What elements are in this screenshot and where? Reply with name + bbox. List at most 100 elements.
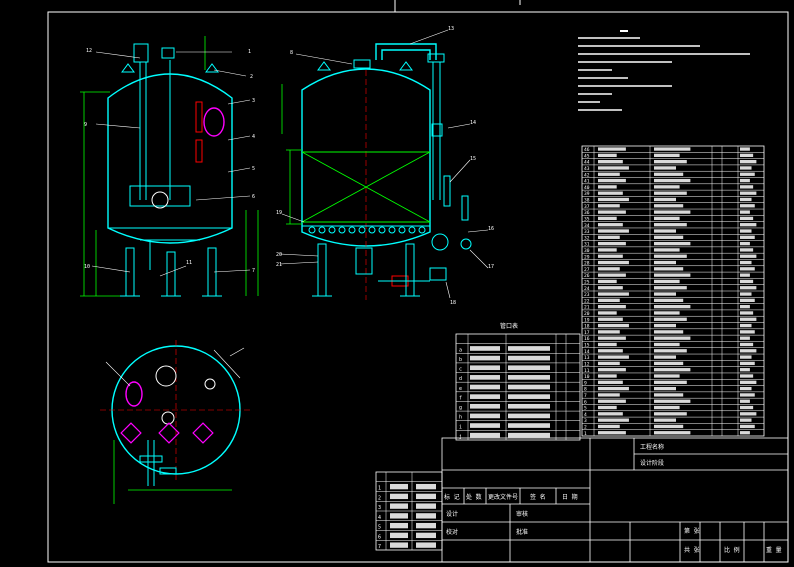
front-callout-3: 3: [252, 98, 255, 104]
parts-list-cell-text: [598, 361, 620, 366]
front-lifting-lug-right: [205, 63, 219, 73]
parts-list-cell-text: [740, 273, 750, 277]
parts-list-row-number: 14: [584, 349, 590, 355]
parts-list-row-number: 38: [584, 198, 590, 204]
parts-list-row-number: 8: [584, 387, 587, 393]
front-callout-2: 2: [250, 74, 253, 80]
parts-list-row: 26: [584, 273, 750, 279]
parts-list-cell-text: [654, 273, 691, 277]
parts-list-row: 32: [584, 235, 755, 241]
parts-list-cell-text: [598, 260, 629, 265]
parts-list-cell-text: [654, 412, 687, 416]
parts-list-cell-text: [598, 405, 617, 410]
parts-list-cell-text: [654, 254, 687, 258]
parts-list-cell-text: [598, 330, 620, 334]
nozzle-table-code: b: [459, 357, 462, 363]
parts-list-cell-text: [740, 172, 755, 176]
parts-list-row-number: 30: [584, 248, 590, 254]
revision-table-cell-text: [390, 483, 408, 490]
parts-list-cell-text: [740, 323, 752, 328]
nozzle-table-row: g: [459, 403, 550, 411]
parts-list-cell-text: [598, 317, 623, 321]
parts-list-cell-text: [740, 153, 754, 158]
parts-list-row-number: 27: [584, 267, 590, 273]
parts-list-cell-text: [740, 160, 757, 164]
parts-list-cell-text: [598, 336, 626, 340]
parts-list-row: 3: [584, 418, 752, 424]
parts-list-cell-text: [598, 197, 629, 202]
parts-list-cell-text: [654, 279, 680, 284]
side-callout-20: 20: [276, 252, 282, 258]
parts-list-row: 5: [584, 405, 754, 412]
parts-list-cell-text: [598, 342, 617, 347]
parts-list-cell-text: [740, 399, 750, 403]
parts-list-cell-text: [598, 368, 626, 372]
revision-table-number: 6: [378, 534, 381, 540]
front-sight-glass-lower: [195, 139, 203, 163]
front-sight-glass: [195, 101, 203, 133]
revision-table-number: 1: [378, 486, 381, 492]
plan-lifting-lugs: [120, 422, 214, 444]
parts-list-row-number: 22: [584, 298, 590, 304]
side-elevation-view: 8 13 14 15 16 17 18 19 20 21: [276, 26, 494, 306]
parts-list-cell-text: [740, 241, 750, 246]
parts-list-cell-text: [598, 241, 626, 246]
parts-list-row-number: 3: [584, 418, 587, 424]
parts-list-cell-text: [654, 204, 684, 208]
nozzle-table-cell-text: [508, 375, 550, 380]
title-block: [441, 437, 789, 563]
title-block-weight-label: 重 量: [766, 546, 782, 554]
parts-list-cell-text: [598, 412, 623, 416]
parts-list-cell-text: [598, 311, 617, 315]
side-inlet-pipe: [375, 43, 437, 60]
nozzle-table-code: c: [459, 367, 462, 373]
parts-list-cell-text: [740, 235, 755, 239]
nozzle-table-cell-text: [508, 384, 550, 390]
nozzle-table-code: i: [459, 424, 462, 430]
parts-list-row-number: 33: [584, 229, 590, 235]
nozzle-table-cell-text: [470, 346, 500, 351]
parts-list-row: 8: [584, 387, 752, 393]
nozzle-table-cell-text: [508, 423, 550, 428]
parts-list-row-number: 5: [584, 406, 587, 412]
parts-list-row-number: 44: [584, 160, 590, 166]
parts-list-cell-text: [740, 178, 750, 183]
parts-list-row: 28: [584, 261, 752, 267]
plan-view: [100, 340, 252, 504]
nozzle-table-row: i: [459, 423, 550, 430]
parts-list-cell-text: [740, 342, 754, 347]
parts-list-row-number: 31: [584, 242, 590, 248]
parts-list-row-number: 16: [584, 336, 590, 342]
parts-list-cell-text: [654, 405, 680, 410]
nozzle-table-row: f: [459, 394, 550, 401]
parts-list-cell-text: [740, 336, 750, 340]
parts-list-cell-text: [598, 172, 620, 176]
revision-table-row: 7: [378, 542, 436, 550]
side-support-legs: [312, 243, 420, 297]
revision-table-cell-text: [416, 503, 436, 509]
parts-list-cell-text: [654, 197, 676, 202]
parts-list-cell-text: [740, 185, 754, 189]
parts-list-cell-text: [598, 153, 617, 158]
parts-list-row-number: 18: [584, 324, 590, 330]
parts-list-cell-text: [654, 172, 684, 176]
parts-list-row-number: 19: [584, 317, 590, 323]
nozzle-table-frame: [455, 333, 581, 441]
nozzle-table-cell-text: [508, 365, 550, 371]
nozzle-table-cell-text: [470, 375, 500, 380]
parts-list-row-number: 21: [584, 305, 590, 311]
parts-list-cell-text: [740, 223, 757, 227]
parts-list-cell-text: [654, 286, 687, 290]
parts-list-cell-text: [740, 311, 754, 315]
parts-list-row: 17: [584, 330, 755, 336]
parts-list-cell-text: [740, 305, 750, 309]
parts-list-row: 23: [584, 292, 752, 298]
parts-list-cell-text: [598, 298, 620, 303]
title-block-mark-label: 标 记: [444, 493, 460, 501]
revision-table-row: 4: [378, 513, 436, 521]
parts-list-row: 21: [584, 305, 750, 311]
parts-list-cell-text: [654, 311, 680, 315]
parts-list-cell-text: [654, 431, 691, 435]
nozzle-table-cell-text: [470, 365, 500, 371]
